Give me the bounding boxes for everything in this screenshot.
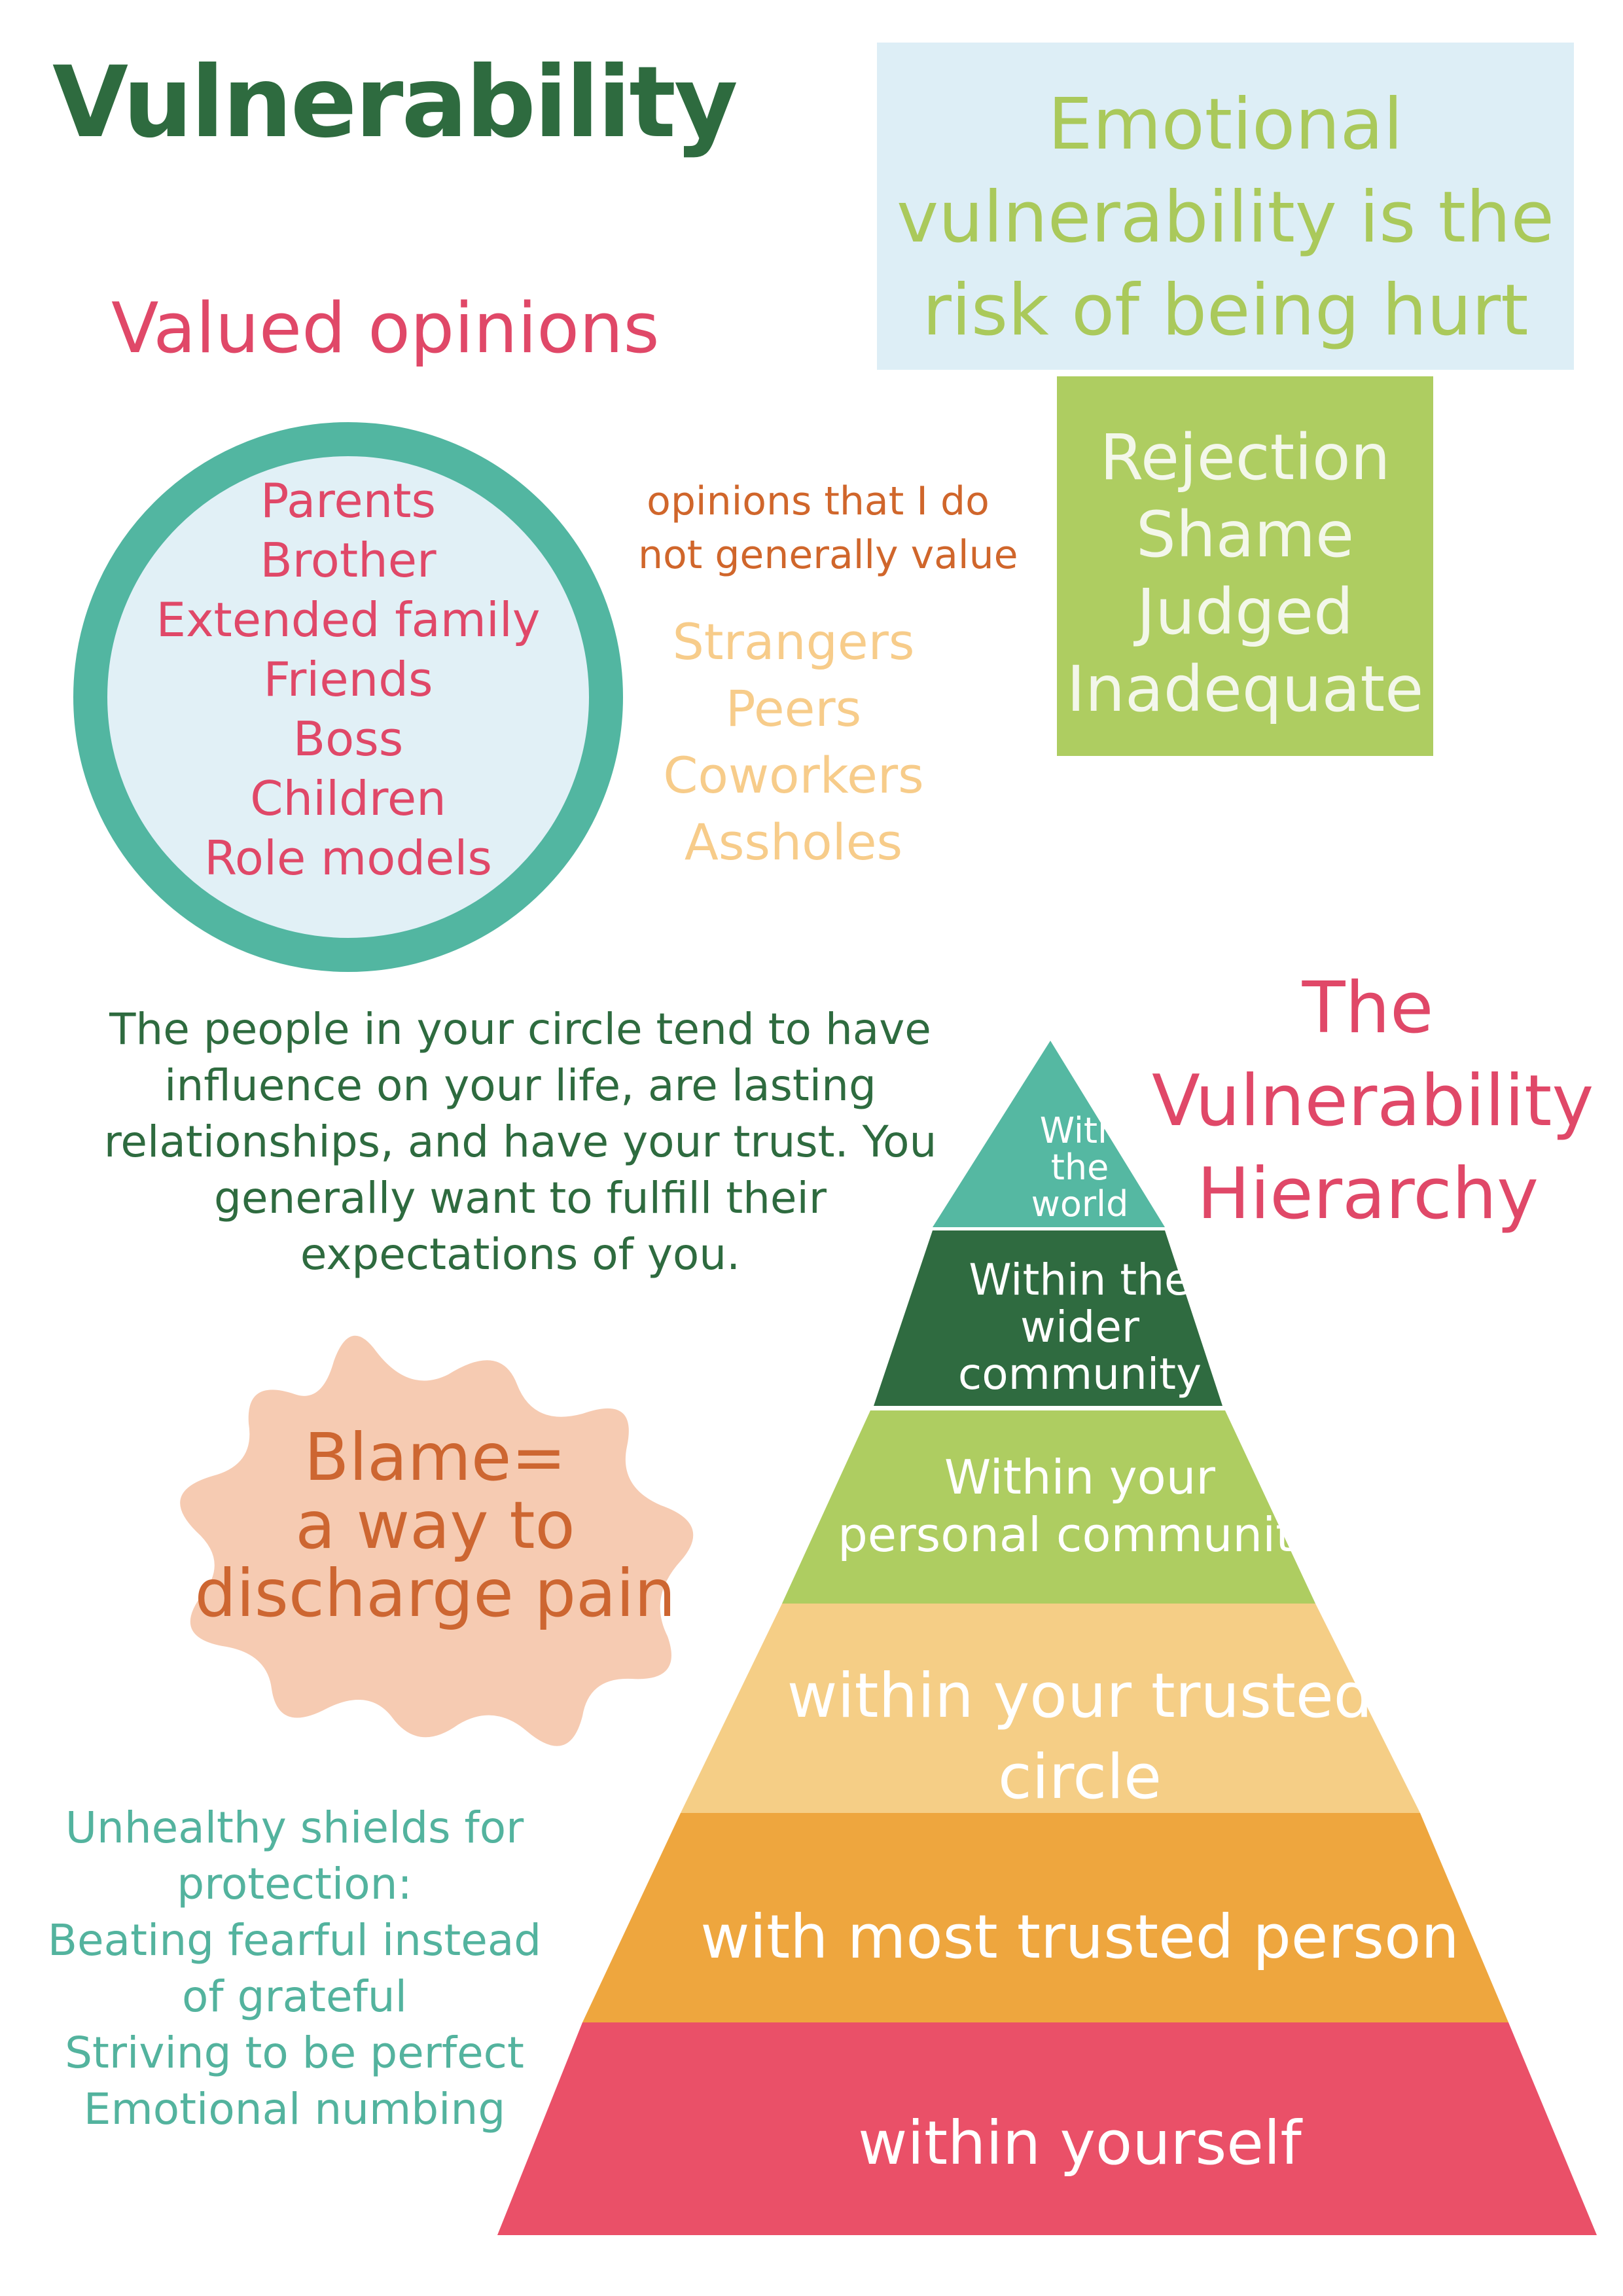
feeling-item: Shame	[1135, 498, 1355, 571]
page-title: Vulnerability	[52, 46, 738, 160]
valued-person: Role models	[204, 831, 492, 886]
tier-line: Within the	[969, 1255, 1191, 1305]
pyramid-tier-world	[933, 1041, 1165, 1227]
unhealthy-shields-list: Unhealthy shields for protection: Beatin…	[39, 1800, 550, 2138]
shields-line: Emotional numbing	[83, 2084, 506, 2134]
description-line: The people in your circle tend to have	[109, 1004, 931, 1054]
pyramid-tier-personal-community	[782, 1410, 1315, 1604]
tier-line: community	[957, 1349, 1202, 1399]
definition-line: Emotional	[1048, 84, 1403, 166]
non-valued-title-line: opinions that I do	[647, 478, 990, 524]
feeling-item: Inadequate	[1066, 653, 1424, 726]
valued-person: Parents	[260, 473, 436, 528]
blame-line: Blame=	[304, 1419, 567, 1496]
description-line: relationships, and have your trust. You	[103, 1117, 937, 1167]
valued-person: Friends	[263, 652, 433, 707]
valued-person: Children	[250, 771, 446, 826]
valued-opinions-title: Valued opinions	[111, 288, 660, 368]
tier-label-yourself: within yourself	[556, 2111, 1603, 2176]
tier-label-most-trusted-person: with most trusted person	[654, 1905, 1505, 1970]
tier-line: within yourself	[858, 2108, 1302, 2178]
description-line: expectations of you.	[300, 1229, 741, 1280]
non-valued-people-list: Strangers Peers Coworkers Assholes	[638, 609, 949, 876]
shields-line: of grateful	[182, 1971, 407, 2022]
description-line: generally want to fulfill their	[214, 1173, 827, 1223]
blame-line: a way to	[295, 1487, 575, 1564]
pyramid-tier-most-trusted-person	[582, 1813, 1508, 2022]
non-valued-title-line: not generally value	[638, 532, 1018, 578]
non-valued-person: Peers	[725, 679, 862, 738]
non-valued-opinions-title: opinions that I do not generally value	[638, 475, 1018, 582]
tier-label-personal-community: Within your personal community	[825, 1448, 1335, 1564]
definition-text: Emotional vulnerability is the risk of b…	[877, 79, 1574, 357]
shields-line: Beating fearful instead	[47, 1915, 542, 1965]
valued-person: Brother	[260, 533, 437, 588]
shields-line: protection:	[177, 1859, 412, 1909]
non-valued-person: Assholes	[684, 813, 903, 871]
feelings-list: Rejection Shame Judged Inadequate	[1057, 419, 1433, 728]
tier-line: circle	[997, 1742, 1162, 1813]
tier-line: personal community	[838, 1507, 1322, 1562]
tier-line: With	[1039, 1110, 1120, 1151]
non-valued-person: Strangers	[672, 613, 915, 671]
blame-line: discharge pain	[194, 1555, 676, 1632]
feeling-item: Rejection	[1099, 421, 1391, 494]
pyramid-tier-yourself	[497, 2022, 1597, 2235]
tier-line: world	[1031, 1183, 1129, 1225]
tier-line: the	[1050, 1147, 1109, 1188]
valued-people-list: Parents Brother Extended family Friends …	[73, 471, 623, 888]
tier-line: with most trusted person	[700, 1902, 1459, 1972]
hierarchy-title-line: Hierarchy	[1196, 1153, 1539, 1235]
tier-label-trusted-circle: within your trusted circle	[753, 1656, 1407, 1818]
definition-line: risk of being hurt	[922, 270, 1529, 351]
valued-person: Extended family	[156, 592, 541, 647]
definition-line: vulnerability is the	[897, 177, 1554, 259]
description-line: influence on your life, are lasting	[164, 1060, 876, 1111]
valued-person: Boss	[293, 711, 404, 766]
tier-line: wider	[1020, 1302, 1139, 1352]
tier-line: Within your	[944, 1450, 1215, 1505]
tier-label-wider-community: Within the wider community	[903, 1257, 1257, 1398]
shields-line: Striving to be perfect	[65, 2028, 524, 2078]
pyramid-tier-wider-community	[874, 1230, 1222, 1406]
pyramid-tier-trusted-circle	[681, 1604, 1420, 1813]
feeling-item: Judged	[1136, 575, 1354, 649]
hierarchy-title-line: Vulnerability	[1152, 1060, 1594, 1142]
hierarchy-title-line: The	[1302, 967, 1434, 1049]
shields-line: Unhealthy shields for	[65, 1803, 524, 1853]
feelings-box	[1057, 376, 1433, 756]
circle-description: The people in your circle tend to have i…	[98, 1001, 942, 1283]
blame-splat-shape	[180, 1335, 694, 1746]
tier-line: within your trusted	[787, 1660, 1373, 1732]
non-valued-person: Coworkers	[663, 746, 924, 804]
tier-label-world: With the world	[975, 1113, 1185, 1223]
hierarchy-title: The Vulnerability Hierarchy	[1152, 962, 1594, 1241]
blame-text: Blame= a way to discharge pain	[151, 1424, 720, 1628]
definition-box	[877, 43, 1574, 370]
